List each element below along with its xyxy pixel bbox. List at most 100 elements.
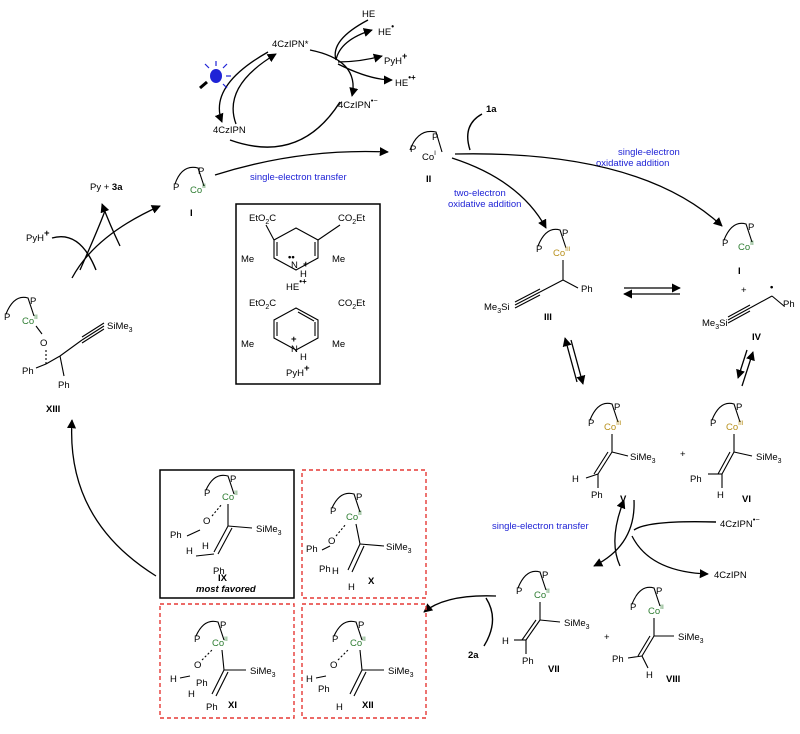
svg-text:PyH+: PyH+ — [286, 363, 310, 379]
svg-text:CoIII: CoIII — [604, 420, 622, 433]
svg-text:HE•+: HE•+ — [286, 277, 307, 293]
svg-text:H: H — [202, 541, 209, 552]
svg-text:+: + — [741, 285, 747, 296]
svg-text:CO2Et: CO2Et — [338, 213, 365, 226]
svg-text:P: P — [4, 312, 10, 323]
plus-vii-viii: + — [604, 632, 610, 643]
step-two-electron-1: two-electron — [454, 188, 506, 199]
svg-text:Me3Si: Me3Si — [702, 318, 728, 331]
svg-text:H: H — [572, 474, 579, 485]
svg-text:SiMe3: SiMe3 — [564, 618, 590, 631]
svg-text:Ph: Ph — [591, 490, 603, 501]
step-set-top: single-electron transfer — [250, 172, 347, 183]
svg-text:III: III — [544, 312, 552, 323]
svg-text:Ph: Ph — [22, 366, 34, 377]
svg-text:Ph: Ph — [318, 684, 330, 695]
svg-text:CoII: CoII — [190, 183, 206, 196]
svg-text:P: P — [356, 492, 362, 503]
svg-text:CoII: CoII — [212, 636, 228, 649]
svg-text:Ph: Ph — [690, 474, 702, 485]
svg-text:Ph: Ph — [522, 656, 534, 667]
svg-text:CoII: CoII — [738, 240, 754, 253]
svg-text:Ph: Ph — [783, 299, 795, 310]
svg-text:CoII: CoII — [534, 588, 550, 601]
svg-text:SiMe3: SiMe3 — [107, 321, 133, 334]
svg-text:Me3Si: Me3Si — [484, 302, 510, 315]
svg-text:CoII: CoII — [222, 490, 238, 503]
svg-text:••: •• — [288, 252, 295, 263]
svg-text:•: • — [770, 282, 774, 293]
svg-text:P: P — [630, 602, 636, 613]
svg-text:VII: VII — [548, 664, 560, 675]
step-set-bottom: single-electron transfer — [492, 521, 589, 532]
reagent-2a: 2a — [468, 650, 479, 661]
product-czipn: 4CzIPN — [714, 570, 747, 581]
svg-text:CO2Et: CO2Et — [338, 298, 365, 311]
svg-text:+: + — [291, 334, 297, 345]
svg-text:CoII: CoII — [648, 604, 664, 617]
pyh-product: PyH+ — [384, 51, 407, 67]
svg-text:CoIII: CoIII — [726, 420, 744, 433]
svg-text:P: P — [432, 132, 438, 143]
reagent-structures-box — [235, 203, 381, 385]
svg-text:Me: Me — [332, 254, 345, 265]
he-radical-cation-structure: EtO2C CO2Et Me Me N + •• H HE•+ — [241, 213, 365, 293]
svg-text:H: H — [502, 636, 509, 647]
svg-text:H: H — [646, 670, 653, 681]
species-VIII: P P CoII SiMe3 Ph H VIII — [612, 586, 704, 685]
svg-text:P: P — [410, 144, 416, 155]
svg-text:O: O — [194, 660, 201, 671]
svg-text:SiMe3: SiMe3 — [250, 666, 276, 679]
he-radical-cation: HE•+ — [395, 73, 416, 89]
species-VI: P P CoIII SiMe3 Ph H VI — [690, 402, 782, 505]
species-V: P P CoIII SiMe3 H Ph V — [572, 402, 656, 505]
svg-text:CoII: CoII — [22, 314, 38, 327]
svg-text:P: P — [332, 634, 338, 645]
svg-text:EtO2C: EtO2C — [249, 298, 276, 311]
svg-text:SiMe3: SiMe3 — [678, 632, 704, 645]
ts-X: P P CoII O SiMe3 Ph H Ph H X — [306, 492, 412, 593]
ts-X-box — [301, 469, 427, 599]
svg-text:N: N — [291, 260, 298, 271]
svg-text:P: P — [542, 570, 548, 581]
ground-4czipn: 4CzIPN — [213, 125, 246, 136]
py-3a-product: Py + 3a — [90, 182, 123, 193]
svg-text:XIII: XIII — [46, 404, 60, 415]
svg-text:O: O — [40, 338, 47, 349]
svg-text:I: I — [190, 208, 193, 219]
svg-text:Me: Me — [241, 254, 254, 265]
svg-text:V: V — [620, 494, 627, 505]
svg-text:H: H — [300, 352, 307, 363]
svg-text:P: P — [220, 620, 226, 631]
species-I-left: P P CoII I — [173, 166, 206, 219]
svg-text:P: P — [562, 228, 568, 239]
svg-text:+: + — [303, 259, 309, 270]
plus-v-vi: + — [680, 449, 686, 460]
svg-text:VIII: VIII — [666, 674, 680, 685]
svg-text:P: P — [656, 586, 662, 597]
svg-text:P: P — [536, 244, 542, 255]
reagent-czipn-radical: 4CzIPN•− — [720, 515, 760, 530]
svg-text:H: H — [188, 689, 195, 700]
svg-text:O: O — [330, 660, 337, 671]
svg-text:P: P — [614, 402, 620, 413]
svg-text:Ph: Ph — [58, 380, 70, 391]
svg-text:P: P — [230, 474, 236, 485]
svg-text:N: N — [291, 344, 298, 355]
svg-text:II: II — [426, 174, 431, 185]
svg-text:H: H — [332, 566, 339, 577]
svg-text:Ph: Ph — [306, 544, 318, 555]
svg-text:CoII: CoII — [346, 510, 362, 523]
svg-text:O: O — [328, 536, 335, 547]
svg-text:IX: IX — [218, 573, 228, 584]
svg-text:I: I — [738, 266, 741, 277]
step-single-ox-1: single-electron — [618, 147, 680, 158]
svg-text:P: P — [204, 488, 210, 499]
svg-text:P: P — [710, 418, 716, 429]
svg-text:P: P — [516, 586, 522, 597]
svg-text:H: H — [306, 674, 313, 685]
svg-text:P: P — [30, 296, 36, 307]
svg-text:Ph: Ph — [196, 678, 208, 689]
svg-text:IV: IV — [752, 332, 762, 343]
